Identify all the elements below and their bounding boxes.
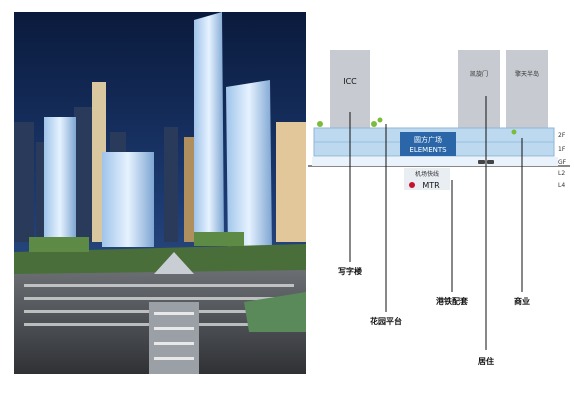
callout-rail: 港铁配套: [436, 296, 469, 306]
callout-residential: 居住: [478, 356, 494, 366]
mtr-logo-icon: [409, 182, 415, 188]
callout-office: 写字楼: [338, 266, 362, 276]
airport-express-label: 机场快线: [415, 170, 439, 178]
floor-2f: 2F: [558, 132, 566, 139]
floor-l2: L2: [558, 170, 565, 177]
floor-1f: 1F: [558, 146, 566, 153]
floor-l4: L4: [558, 182, 565, 189]
section-diagram: ICC 凯旋门 擎天半岛 圆方广场 ELEMENTS 机场快线 MTR 2: [308, 20, 574, 380]
section-svg: ICC 凯旋门 擎天半岛 圆方广场 ELEMENTS 机场快线 MTR 2: [308, 50, 570, 366]
tower-left: [44, 117, 76, 242]
podium-sign: [400, 132, 456, 156]
podium-name-en: ELEMENTS: [409, 146, 447, 154]
development-rendering: [14, 12, 306, 374]
hotel-tower-block: [506, 50, 548, 128]
icc-tower: [194, 12, 224, 242]
callout-lines: [349, 96, 523, 350]
station-cutaway: [14, 252, 306, 374]
podium-name-cn: 圆方广场: [414, 135, 442, 144]
callout-garden: 花园平台: [370, 316, 402, 326]
callout-commercial: 商业: [514, 296, 530, 306]
tower-mid: [102, 152, 154, 247]
gf-band: [312, 157, 558, 166]
icc-label: ICC: [343, 77, 357, 86]
tower-right: [226, 80, 272, 252]
station-box: [404, 168, 450, 190]
rendering-illustration: [14, 12, 306, 374]
cars-icon: [478, 160, 494, 164]
residence-tower-label: 凯旋门: [470, 70, 488, 78]
mtr-label: MTR: [422, 181, 440, 190]
floor-gf: GF: [558, 159, 567, 166]
residence-tower-block: [458, 50, 500, 128]
hotel-tower-label: 擎天半岛: [515, 70, 539, 78]
